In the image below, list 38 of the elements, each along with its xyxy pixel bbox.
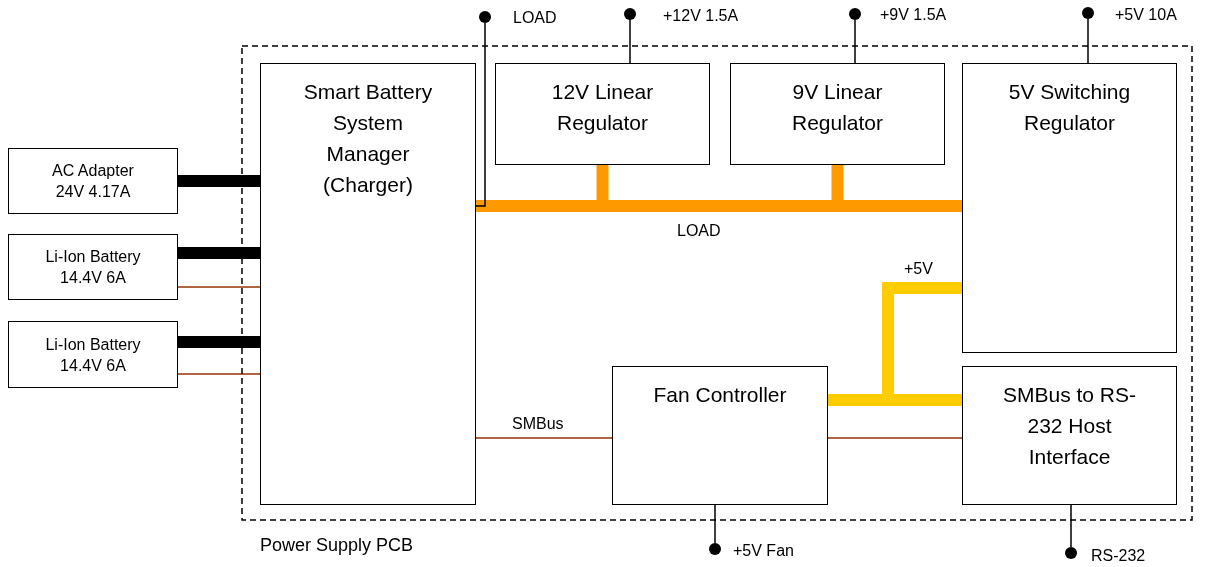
wire bbox=[827, 437, 963, 439]
wire bbox=[177, 286, 261, 288]
edge-label: +5V bbox=[904, 259, 933, 279]
board-title: Power Supply PCB bbox=[260, 535, 414, 555]
edge-label: SMBus bbox=[512, 414, 564, 434]
wire bbox=[629, 19, 631, 64]
wire bbox=[177, 373, 261, 375]
terminal-label: RS-232 bbox=[1091, 546, 1146, 566]
block-box: Li-Ion Battery 14.4V 6A bbox=[8, 234, 178, 300]
wire bbox=[1070, 504, 1072, 548]
terminal-dot bbox=[624, 8, 636, 20]
terminal-dot bbox=[479, 11, 491, 23]
block-box: 12V Linear Regulator bbox=[495, 63, 710, 165]
terminal-dot bbox=[1082, 7, 1094, 19]
wire bbox=[1087, 18, 1089, 64]
terminal-dot bbox=[849, 8, 861, 20]
power-line bbox=[178, 247, 260, 259]
power-line bbox=[178, 175, 260, 187]
wire bbox=[714, 504, 716, 544]
edge-label: LOAD bbox=[677, 221, 721, 241]
terminal-dot bbox=[1065, 547, 1077, 559]
wire bbox=[475, 22, 486, 207]
block-box: Li-Ion Battery 14.4V 6A bbox=[8, 321, 178, 388]
block-box: SMBus to RS-232 Host Interface bbox=[962, 366, 1177, 505]
block-box: AC Adapter 24V 4.17A bbox=[8, 148, 178, 214]
block-box: Fan Controller bbox=[612, 366, 828, 505]
block-box: 5V Switching Regulator bbox=[962, 63, 1177, 353]
wire bbox=[854, 19, 856, 64]
terminal-label: +12V 1.5A bbox=[663, 6, 739, 26]
terminal-dot bbox=[709, 543, 721, 555]
terminal-label: LOAD bbox=[513, 8, 557, 28]
block-box: Smart Battery System Manager (Charger) bbox=[260, 63, 476, 505]
wire bbox=[475, 437, 613, 439]
power-line bbox=[178, 336, 260, 348]
terminal-label: +5V Fan bbox=[733, 541, 794, 561]
terminal-label: +9V 1.5A bbox=[880, 5, 947, 25]
block-box: 9V Linear Regulator bbox=[730, 63, 945, 165]
terminal-label: +5V 10A bbox=[1115, 5, 1177, 25]
